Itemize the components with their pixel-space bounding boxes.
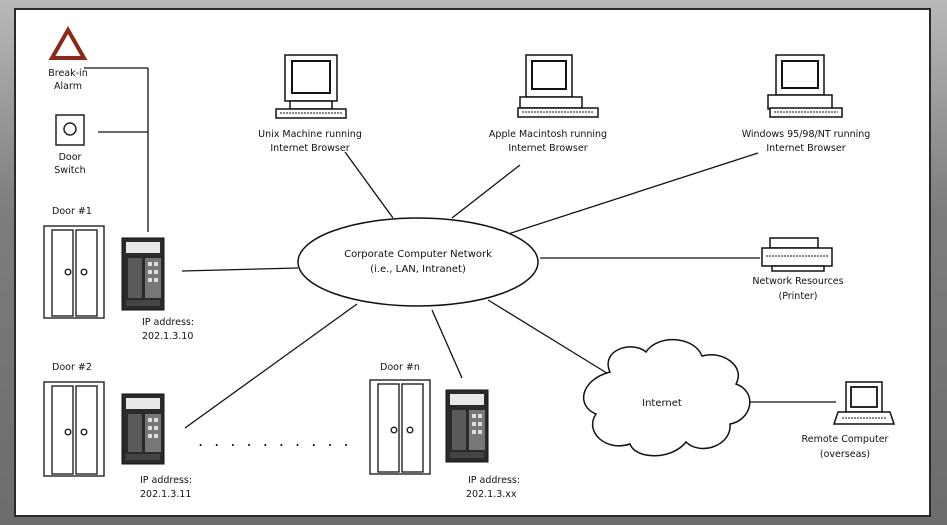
ip2-label-2: 202.1.3.11	[140, 489, 191, 500]
ip2-label-1: IP address:	[140, 475, 192, 486]
door2-controller-icon	[121, 393, 165, 465]
alarm-triangle-icon	[48, 25, 88, 60]
windows-label-2: Internet Browser	[766, 143, 845, 154]
mac-computer-icon	[517, 54, 599, 118]
unix-network-link	[344, 151, 394, 219]
unix-computer-icon	[275, 54, 347, 119]
doorn-network-link	[431, 309, 463, 379]
more-doors-ellipsis: . . . . . . . . . .	[198, 431, 352, 450]
mac-label-1: Apple Macintosh running	[489, 129, 607, 140]
network-label-2: (i.e., LAN, Intranet)	[370, 264, 466, 275]
door1-icon	[43, 225, 105, 319]
printer-icon	[761, 237, 833, 272]
printer-label-1: Network Resources	[752, 276, 843, 287]
unix-label-1: Unix Machine running	[258, 129, 362, 140]
mac-label-2: Internet Browser	[508, 143, 587, 154]
ipn-label-1: IP address:	[468, 475, 520, 486]
windows-computer-icon	[767, 54, 843, 118]
switch-label-2: Switch	[54, 165, 85, 176]
mac-network-link	[451, 164, 521, 219]
internet-network-link	[487, 299, 611, 376]
alarm-label-1: Break-in	[48, 68, 87, 79]
connection-lines	[84, 67, 836, 429]
windows-label-1: Windows 95/98/NT running	[742, 129, 871, 140]
windows-network-link	[507, 152, 759, 235]
printer-label-2: (Printer)	[778, 291, 817, 302]
door-switch-icon	[55, 114, 85, 146]
ip1-label-2: 202.1.3.10	[142, 331, 193, 342]
internet-label: Internet	[642, 398, 682, 409]
remote-label-2: (overseas)	[820, 449, 870, 460]
unix-label-2: Internet Browser	[270, 143, 349, 154]
corporate-network-ellipse	[297, 217, 539, 307]
door1-label: Door #1	[52, 206, 92, 217]
doorn-label: Door #n	[380, 362, 420, 373]
doorn-icon	[369, 379, 431, 475]
door1-network-link	[181, 267, 299, 272]
laptop-icon	[832, 381, 896, 425]
network-label-1: Corporate Computer Network	[344, 249, 492, 260]
switch-label-1: Door	[59, 152, 82, 163]
door2-icon	[43, 381, 105, 477]
alarm-label-2: Alarm	[54, 81, 82, 92]
ipn-label-2: 202.1.3.xx	[466, 489, 517, 500]
ip1-label-1: IP address:	[142, 317, 194, 328]
remote-label-1: Remote Computer	[802, 434, 889, 445]
door2-network-link	[184, 303, 358, 429]
door1-controller-icon	[121, 237, 165, 311]
door2-label: Door #2	[52, 362, 92, 373]
doorn-controller-icon	[445, 389, 489, 463]
internet-cloud-icon	[582, 338, 751, 457]
